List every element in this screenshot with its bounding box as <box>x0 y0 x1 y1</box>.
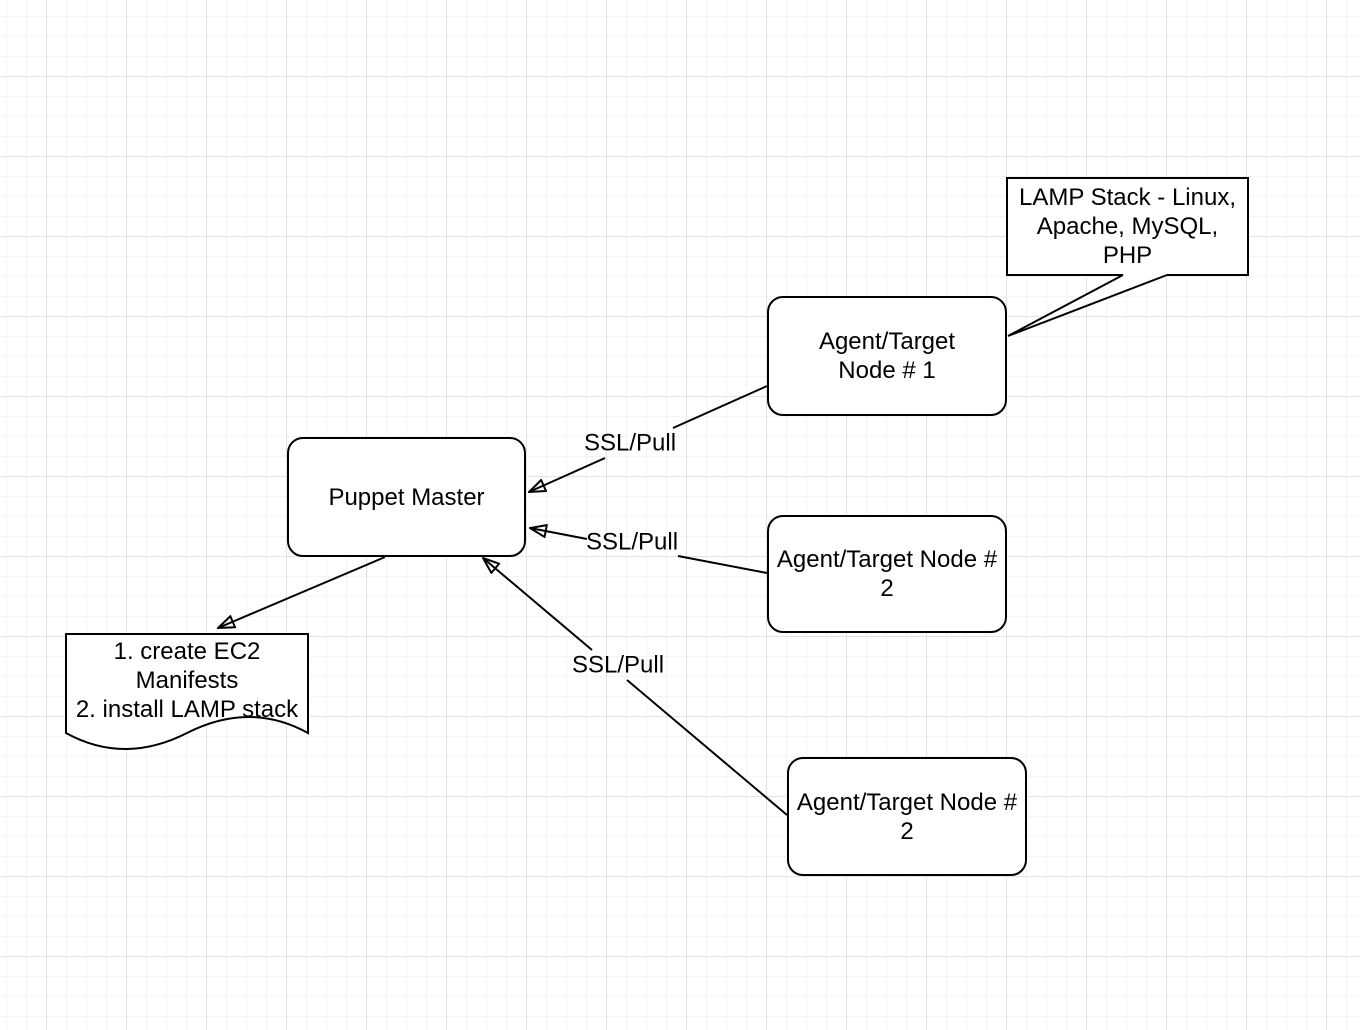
node-puppet-master-label: Puppet Master <box>328 483 485 511</box>
edge-agent2-to-master-a[interactable] <box>677 555 768 574</box>
edge-agent1-to-master-b[interactable] <box>529 457 606 492</box>
node-agent-target-2-label-line2: 2 <box>880 575 894 602</box>
document-line1: 1. create EC2 <box>113 638 261 665</box>
node-puppet-master[interactable]: Puppet Master <box>287 437 526 557</box>
edge-agent1-to-master-a[interactable] <box>672 385 768 429</box>
node-agent-target-1-label-line2: Node # 1 <box>838 357 936 384</box>
callout-lamp-stack[interactable]: LAMP Stack - Linux, Apache, MySQL, PHP <box>1007 178 1248 275</box>
node-agent-target-3-label-line1: Agent/Target Node # <box>796 788 1018 816</box>
callout-box-outline <box>1006 177 1249 276</box>
node-agent-target-3[interactable]: Agent/Target Node # 2 <box>787 757 1027 876</box>
callout-line3: PHP <box>1102 242 1153 269</box>
node-agent-target-2-label-line1: Agent/Target Node # <box>776 546 998 573</box>
edge-master-to-document[interactable] <box>218 556 386 628</box>
callout-line1: LAMP Stack - Linux, <box>1019 184 1236 211</box>
node-agent-target-1-label-line1: Agent/Target <box>818 328 956 355</box>
document-manifest-steps[interactable]: 1. create EC2 Manifests 2. install LAMP … <box>66 637 308 724</box>
edge-label-ssl-pull-3[interactable]: SSL/Pull <box>571 651 665 679</box>
node-agent-target-3-label-line2: 2 <box>900 817 914 845</box>
edge-label-ssl-pull-2[interactable]: SSL/Pull <box>585 528 679 556</box>
node-agent-target-2[interactable]: Agent/Target Node # 2 <box>767 515 1007 633</box>
callout-box-bg[interactable] <box>1007 178 1248 275</box>
edge-label-ssl-pull-1[interactable]: SSL/Pull <box>583 429 677 457</box>
edge-agent2-to-master-b[interactable] <box>530 528 588 540</box>
edge-agent3-to-master-b[interactable] <box>483 558 593 651</box>
document-shape[interactable] <box>65 633 309 750</box>
node-agent-target-1[interactable]: Agent/Target Node # 1 <box>767 296 1007 416</box>
callout-line2: Apache, MySQL, <box>1036 213 1219 240</box>
callout-pointer[interactable] <box>1007 274 1168 337</box>
edge-agent3-to-master-a[interactable] <box>626 679 788 816</box>
document-line2: Manifests <box>135 667 239 694</box>
document-line3: 2. install LAMP stack <box>75 696 299 723</box>
